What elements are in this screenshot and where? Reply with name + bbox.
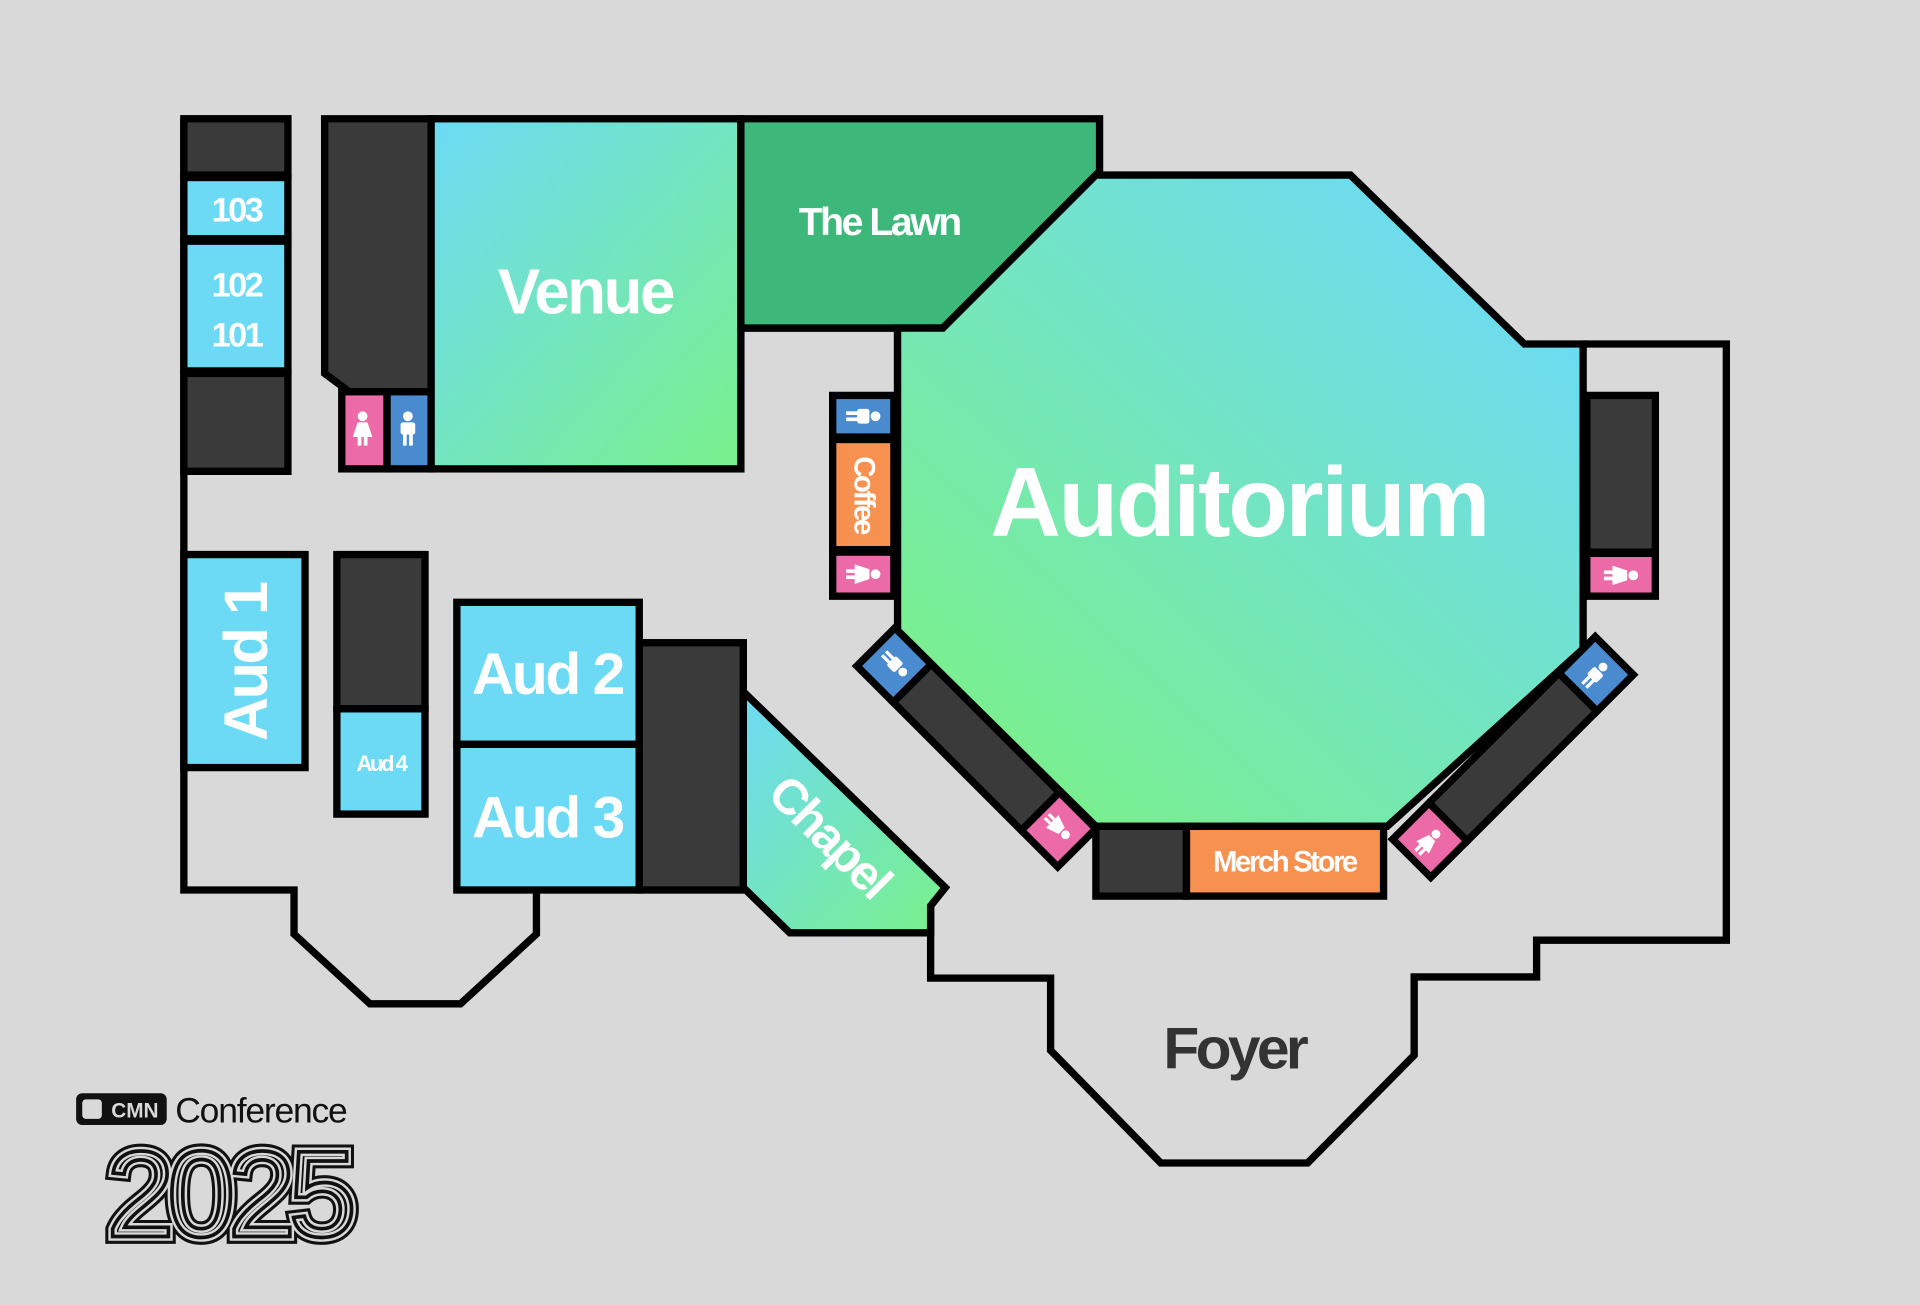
restroom-women[interactable]: [829, 548, 898, 600]
room-103-label: 103: [212, 192, 263, 230]
logo-brand: CMN: [111, 1100, 158, 1123]
aud-2-label: Aud 2: [472, 642, 624, 707]
aud-3-label: Aud 3: [472, 785, 624, 850]
service-room: [1092, 822, 1191, 900]
restroom-men[interactable]: [383, 388, 435, 473]
room-102-101[interactable]: 102 101: [180, 237, 292, 375]
merch-store[interactable]: Merch Store: [1182, 822, 1388, 900]
cmn-logo-icon: [82, 1099, 102, 1119]
outer-wall-foyer: [926, 340, 1731, 1167]
service-room: [320, 115, 435, 396]
restroom-women[interactable]: [1583, 549, 1660, 600]
aud-4-label: Aud 4: [356, 751, 408, 776]
room-aud-4[interactable]: Aud 4: [333, 705, 429, 818]
logo-event: Conference: [175, 1091, 347, 1131]
merch-store-label: Merch Store: [1213, 846, 1358, 879]
aud-1-label: Aud 1: [212, 582, 280, 741]
coffee[interactable]: Coffee: [829, 435, 898, 554]
lawn-label: The Lawn: [799, 201, 961, 244]
auditorium-label: Auditorium: [990, 447, 1488, 557]
room-auditorium[interactable]: Auditorium: [893, 171, 1587, 831]
room-aud-1[interactable]: Aud 1: [180, 550, 309, 772]
service-room: [180, 369, 292, 475]
logo-year-gap: 2025: [106, 1125, 351, 1262]
foyer-label: Foyer: [1163, 1017, 1307, 1082]
outer-wall-west: [180, 118, 541, 1008]
conference-logo: CMN Conference 2025 2025 2025: [76, 1091, 366, 1270]
service-room: [333, 550, 429, 713]
restroom-women[interactable]: [1016, 787, 1101, 872]
logo-year: 2025: [106, 1125, 351, 1262]
room-101-label: 101: [212, 316, 264, 354]
room-aud-2[interactable]: Aud 2: [453, 598, 643, 748]
room-102-label: 102: [212, 266, 263, 304]
coffee-label: Coffee: [848, 456, 881, 535]
restroom-women[interactable]: [338, 388, 391, 473]
restroom-women[interactable]: [1387, 797, 1473, 883]
service-room: [180, 115, 292, 179]
logo-year-outline: 2025: [106, 1125, 351, 1262]
venue-label: Venue: [498, 256, 674, 327]
service-room: [635, 639, 747, 894]
room-aud-3[interactable]: Aud 3: [453, 740, 643, 894]
restroom-men[interactable]: [829, 391, 898, 441]
room-103[interactable]: 103: [180, 173, 292, 243]
room-venue[interactable]: Venue: [427, 115, 745, 473]
service-room: [1583, 391, 1660, 556]
